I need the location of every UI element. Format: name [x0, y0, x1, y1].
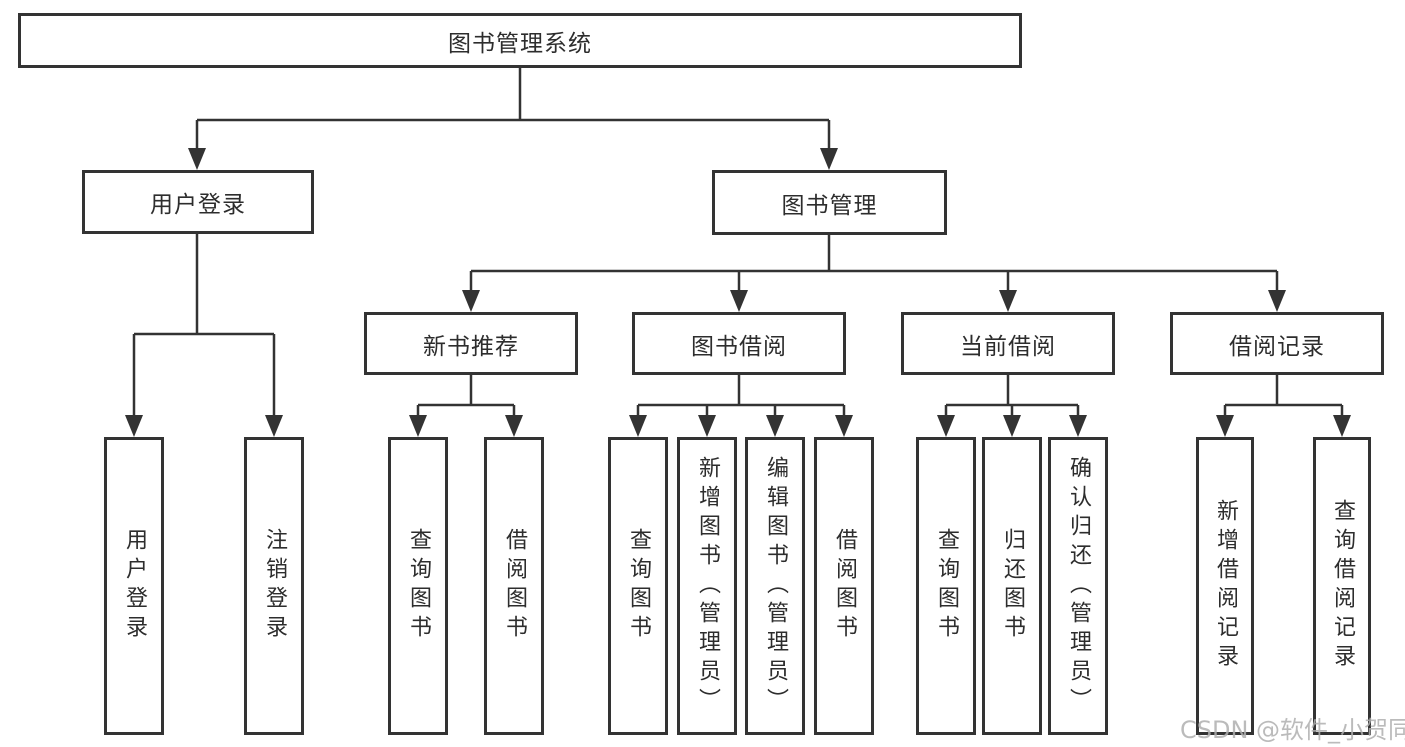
node-label: 图书管理	[781, 192, 878, 219]
node-book-management: 图书管理	[712, 170, 947, 235]
leaf-borrow-books-borrowing: 借阅图书	[814, 437, 874, 735]
leaf-query-books-recommend: 查询图书	[388, 437, 448, 735]
leaf-logout: 注销登录	[244, 437, 304, 735]
node-label: 查询图书	[406, 528, 431, 644]
node-label: 新增借阅记录	[1213, 499, 1238, 673]
node-label: 编辑图书（管理员）	[763, 455, 788, 717]
leaf-query-borrow-record: 查询借阅记录	[1313, 437, 1371, 735]
leaf-confirm-return-admin: 确认归还（管理员）	[1048, 437, 1108, 735]
node-user-login: 用户登录	[82, 170, 314, 234]
leaf-user-login: 用户登录	[104, 437, 164, 735]
node-label: 查询图书	[934, 528, 959, 644]
leaf-query-books-current: 查询图书	[916, 437, 976, 735]
leaf-return-books: 归还图书	[982, 437, 1042, 735]
node-label: 确认归还（管理员）	[1066, 455, 1091, 717]
node-label: 查询借阅记录	[1330, 499, 1355, 673]
node-label: 归还图书	[1000, 528, 1025, 644]
node-label: 图书借阅	[691, 333, 787, 360]
node-new-book-recommendation: 新书推荐	[364, 312, 578, 375]
leaf-query-books-borrowing: 查询图书	[608, 437, 668, 735]
leaf-edit-book-admin: 编辑图书（管理员）	[745, 437, 805, 735]
node-book-borrowing: 图书借阅	[632, 312, 846, 375]
node-library-system: 图书管理系统	[18, 13, 1022, 68]
node-label: 借阅图书	[502, 528, 527, 644]
node-current-borrowing: 当前借阅	[901, 312, 1115, 375]
leaf-add-borrow-record: 新增借阅记录	[1196, 437, 1254, 735]
node-label: 查询图书	[626, 528, 651, 644]
node-borrowing-records: 借阅记录	[1170, 312, 1384, 375]
node-label: 用户登录	[122, 528, 147, 644]
node-label: 当前借阅	[960, 333, 1056, 360]
node-label: 图书管理系统	[448, 30, 592, 57]
leaf-borrow-books-recommend: 借阅图书	[484, 437, 544, 735]
node-label: 新增图书（管理员）	[695, 455, 720, 717]
node-label: 借阅记录	[1229, 333, 1325, 360]
node-label: 用户登录	[150, 192, 246, 218]
arrowhead-group	[125, 148, 1351, 437]
node-label: 新书推荐	[423, 333, 519, 360]
node-label: 借阅图书	[832, 528, 857, 644]
node-label: 注销登录	[262, 528, 287, 644]
leaf-add-book-admin: 新增图书（管理员）	[677, 437, 737, 735]
watermark: CSDN @软件_小贺同学	[1180, 716, 1405, 744]
